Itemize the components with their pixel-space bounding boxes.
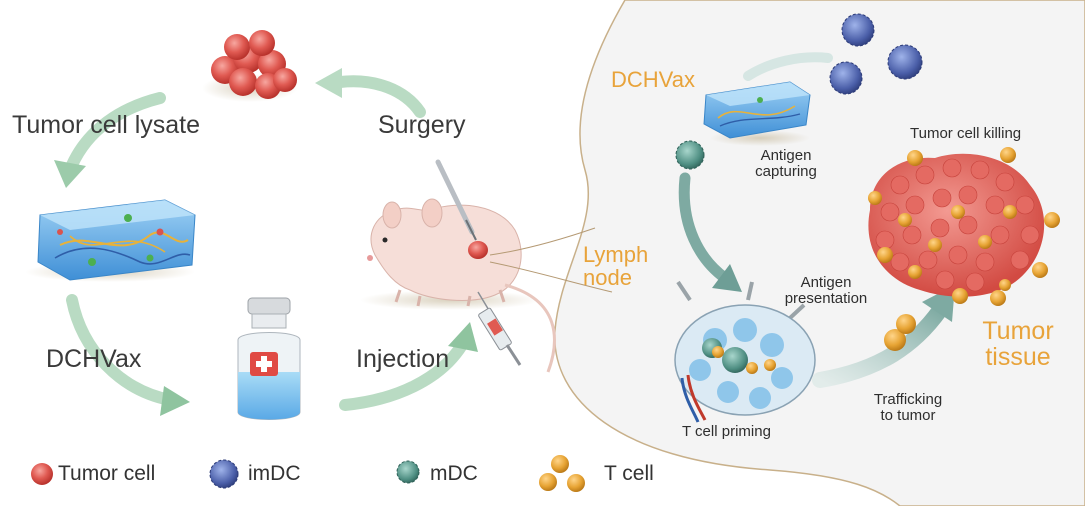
surgery-to-tumor-arrow: [334, 75, 426, 118]
label-antigen-presentation: Antigen presentation: [778, 275, 874, 307]
label-dchvax-right: DCHVax: [611, 67, 695, 92]
label-antigen-presentation-line2: presentation: [784, 289, 868, 307]
tumor-to-gel-arrowhead: [54, 160, 86, 188]
label-trafficking-line2: to tumor: [880, 406, 936, 424]
mdc-cell: [675, 140, 705, 170]
tumor-connector-line: [489, 227, 596, 256]
label-antigen-capturing: Antigen capturing: [744, 148, 828, 180]
gel-to-vial-arrow: [66, 294, 176, 406]
legend-label-t-cell: T cell: [604, 462, 654, 485]
t-cell-trafficking: [896, 314, 916, 334]
tumor-to-gel-arrow: [66, 92, 166, 171]
label-trafficking-line1: Trafficking: [873, 391, 943, 408]
mdc-to-lymph-arrow: [678, 172, 731, 284]
scalpel-icon: [435, 159, 477, 241]
label-lymph-node-line1: Lymph: [583, 242, 649, 267]
label-t-cell-priming: T cell priming: [682, 423, 771, 440]
imdc-to-gel-arrow: [743, 52, 833, 81]
tumor-connector-line-2: [489, 261, 613, 293]
gel-to-vial-arrowhead: [160, 386, 190, 416]
label-surgery: Surgery: [378, 111, 466, 139]
lymph-node: [674, 280, 816, 423]
imdc-cluster: [829, 13, 923, 95]
imdc-icon: [209, 459, 239, 489]
vial-to-mouse-arrow: [339, 339, 468, 411]
tumor-mass: [868, 147, 1060, 306]
mouse-illustration: [360, 198, 556, 373]
legend-label-mdc: mDC: [430, 462, 478, 485]
label-tumor-cell-lysate: Tumor cell lysate: [12, 111, 201, 139]
syringe-icon: [477, 291, 522, 366]
label-tumor-tissue-line1: Tumor: [982, 317, 1054, 345]
legend-label-tumor-cell: Tumor cell: [58, 462, 156, 485]
label-lymph-node-line2: node: [583, 265, 632, 291]
t-cell-icon: [539, 455, 585, 492]
tumor-cell-cluster: [202, 30, 298, 102]
label-antigen-presentation-line1: Antigen: [800, 274, 852, 291]
vial-to-mouse-arrowhead: [448, 322, 478, 352]
label-lymph-node: Lymph node: [583, 243, 648, 289]
legend-label-imdc: imDC: [248, 462, 301, 485]
label-antigen-capturing-line2: capturing: [755, 162, 817, 180]
hydrogel-small: [703, 81, 811, 146]
mdc-icon: [396, 460, 420, 484]
mdc-to-lymph-arrowhead: [712, 264, 742, 292]
trafficking-arrow: [812, 302, 948, 388]
label-tumor-tissue: Tumor tissue: [968, 318, 1068, 371]
t-cell-trafficking: [884, 329, 906, 351]
hydrogel-block: [25, 199, 196, 282]
label-injection: Injection: [356, 345, 450, 373]
surgery-to-tumor-arrowhead: [315, 68, 342, 98]
label-tumor-cell-killing: Tumor cell killing: [910, 125, 1022, 142]
tumor-cell-icon: [31, 463, 53, 485]
label-trafficking: Trafficking to tumor: [862, 392, 954, 424]
label-dchvax-left: DCHVax: [46, 345, 142, 373]
label-antigen-capturing-line1: Antigen: [760, 147, 812, 164]
vaccine-vial: [237, 297, 301, 420]
label-tumor-tissue-line2: tissue: [985, 343, 1051, 372]
